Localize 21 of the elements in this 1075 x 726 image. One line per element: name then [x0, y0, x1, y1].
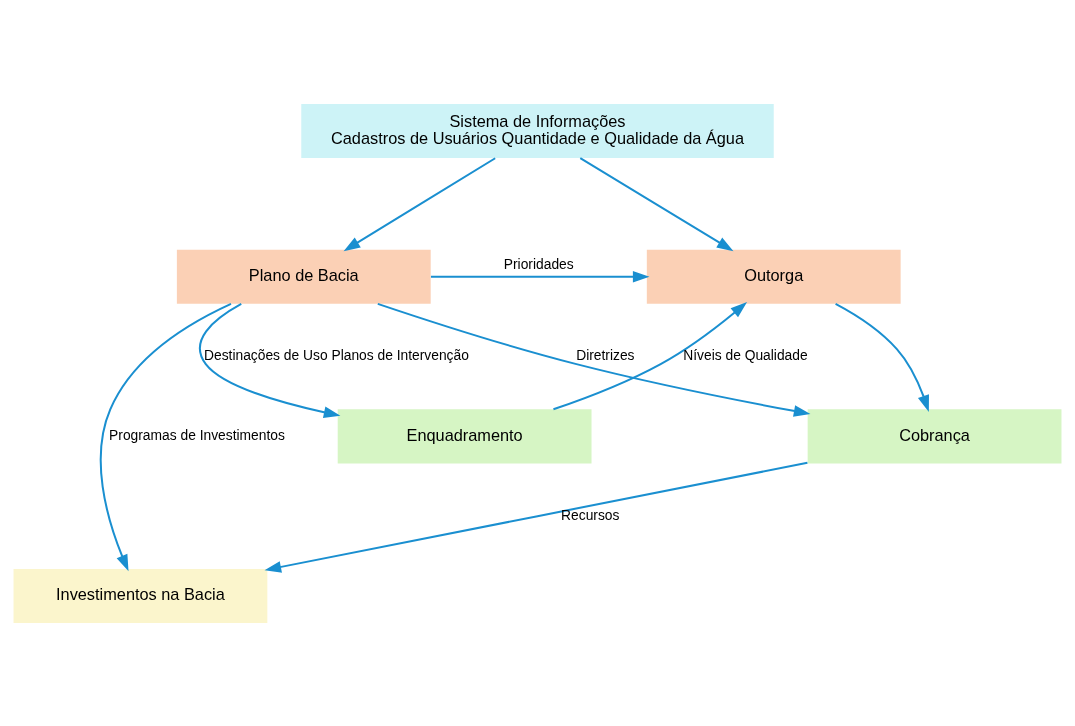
- edge-label: Programas de Investimentos: [109, 426, 285, 443]
- edge-label: Destinações de Uso Planos de Intervenção: [204, 346, 469, 363]
- edge-label: Diretrizes: [576, 346, 635, 363]
- arrow: [579, 156, 734, 251]
- node-box: Cobrança: [807, 408, 1062, 463]
- edge-label: Níveis de Qualidade: [683, 346, 808, 363]
- arrow: [377, 302, 811, 417]
- edge-label: Prioridades: [503, 255, 574, 272]
- arrow: [835, 302, 929, 412]
- arrow: [99, 302, 232, 571]
- node-box: Plano de Bacia: [176, 249, 431, 304]
- node-box: Investimentos na Bacia: [13, 568, 268, 623]
- node-box: Outorga: [646, 249, 901, 304]
- arrow: [264, 461, 808, 573]
- arrow: [553, 301, 748, 410]
- arrow: [343, 156, 496, 251]
- edge-label: Recursos: [561, 506, 620, 523]
- node-box: Enquadramento: [337, 408, 592, 463]
- arrow: [430, 270, 650, 283]
- arrow: [198, 302, 341, 418]
- node-box: Sistema de Informações Cadastros de Usuários Quantidade e Qualidade da Água: [301, 103, 774, 158]
